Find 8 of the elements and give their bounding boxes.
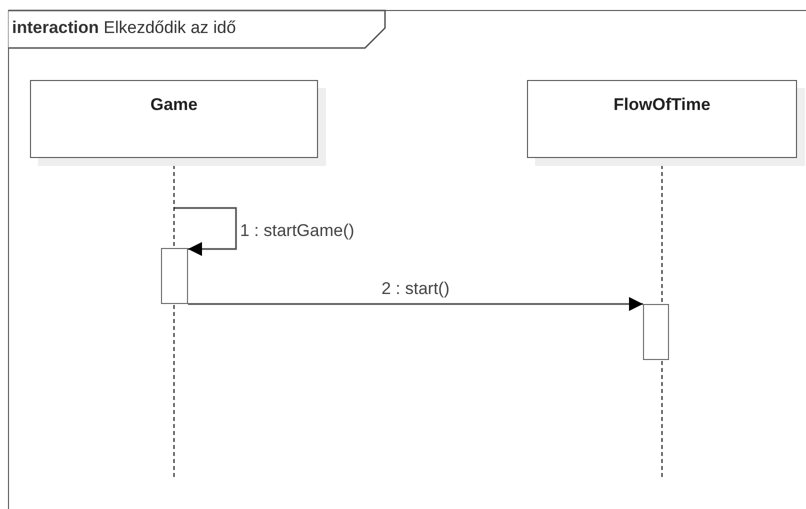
message-arrow — [174, 207, 237, 256]
frame-title: interaction Elkezdődik az idő — [12, 18, 236, 38]
activation-bar — [643, 304, 669, 360]
message-label: 1 : startGame() — [240, 222, 354, 240]
message-arrow — [188, 297, 643, 311]
interaction-frame — [8, 10, 806, 509]
activation-bar — [161, 248, 188, 304]
message-label: 2 : start() — [381, 280, 450, 298]
